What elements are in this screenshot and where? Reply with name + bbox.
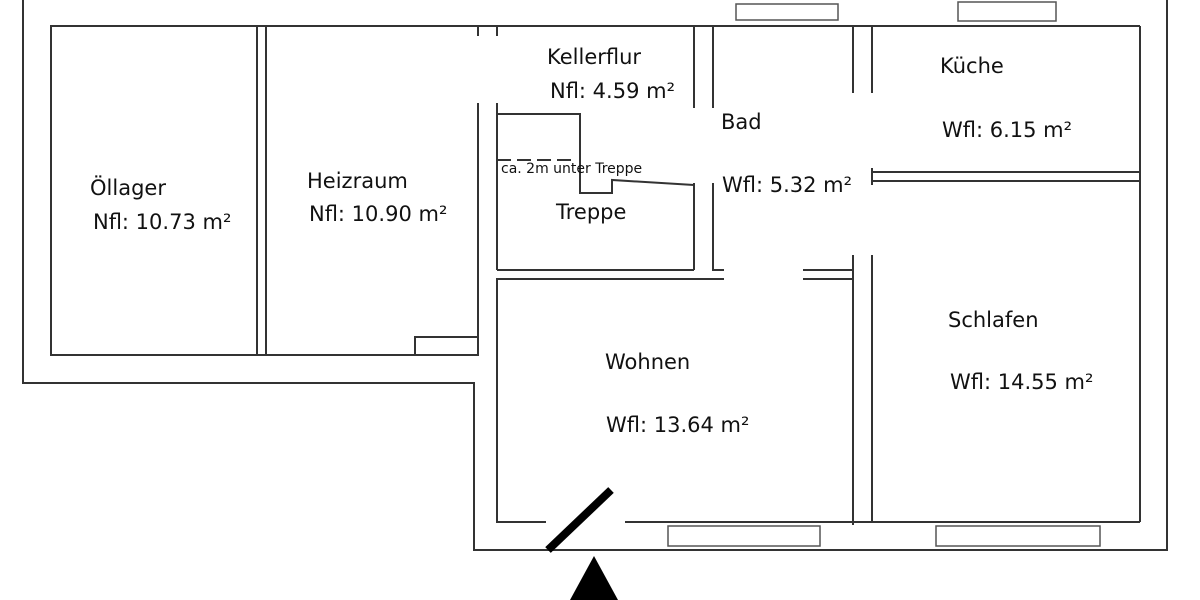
window — [735, 3, 839, 21]
window — [935, 525, 1101, 547]
room-area-schlafen: Wfl: 14.55 m² — [950, 370, 1094, 394]
window — [667, 525, 821, 547]
room-area-bad: Wfl: 5.32 m² — [722, 173, 853, 197]
room-name-oellager: Öllager — [90, 176, 166, 200]
room-name-schlafen: Schlafen — [948, 308, 1039, 332]
room-name-kueche: Küche — [940, 54, 1004, 78]
room-name-kellerflur: Kellerflur — [547, 45, 642, 69]
window — [957, 1, 1057, 22]
room-area-oellager: Nfl: 10.73 m² — [93, 210, 232, 234]
room-area-wohnen: Wfl: 13.64 m² — [606, 413, 750, 437]
room-area-kueche: Wfl: 6.15 m² — [942, 118, 1073, 142]
entrance-door — [545, 487, 614, 553]
room-name-bad: Bad — [721, 110, 762, 134]
outer-wall — [22, 0, 1168, 551]
room-name-treppe: Treppe — [556, 200, 627, 224]
entrance-arrow-icon — [570, 556, 618, 600]
stair-note: ca. 2m unter Treppe — [501, 161, 643, 177]
room-area-kellerflur: Nfl: 4.59 m² — [550, 79, 675, 103]
room-name-wohnen: Wohnen — [605, 350, 691, 374]
room-name-heizraum: Heizraum — [307, 169, 408, 193]
room-area-heizraum: Nfl: 10.90 m² — [309, 202, 448, 226]
